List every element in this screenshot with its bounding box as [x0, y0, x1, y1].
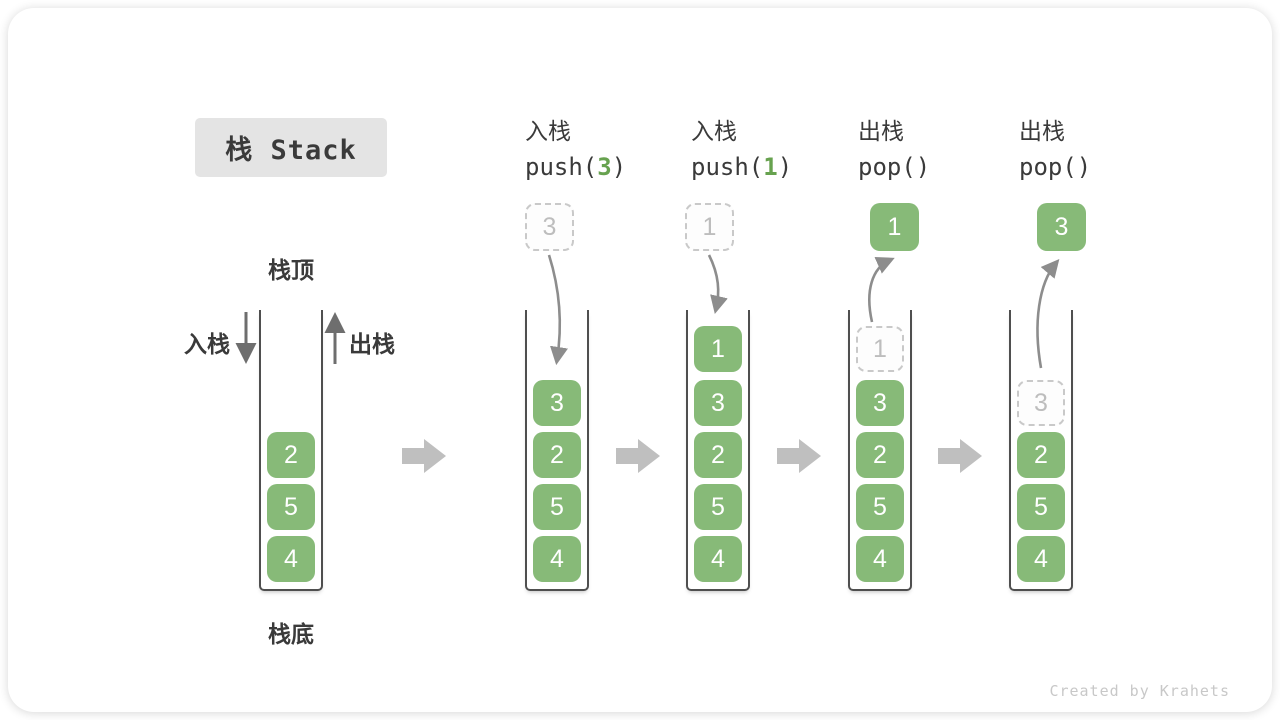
stack-container-after-pop-3: 3 2 5 4 [1009, 310, 1073, 591]
code-fn: pop( [858, 153, 916, 181]
stack-cell: 2 [694, 432, 742, 478]
pop-direction-label: 出栈 [349, 331, 395, 357]
removed-cell-ghost: 3 [1017, 380, 1065, 426]
popped-value: 1 [887, 212, 902, 241]
stack-cell: 4 [533, 536, 581, 582]
code-arg: 3 [597, 153, 612, 181]
stack-cell: 1 [694, 326, 742, 372]
transition-arrow-icon [938, 439, 982, 473]
op-name: 出栈 [1019, 118, 1065, 144]
op-code: pop() [1019, 148, 1091, 186]
code-close: ) [611, 153, 627, 181]
stack-container-after-push-1: 1 3 2 5 4 [686, 310, 750, 591]
code-fn: push( [691, 153, 764, 181]
stack-cell: 5 [533, 484, 581, 530]
transition-arrow-icon [402, 439, 446, 473]
incoming-value: 3 [542, 212, 557, 241]
stack-cell: 5 [856, 484, 904, 530]
stack-cell: 2 [267, 432, 315, 478]
title-badge: 栈 Stack [195, 118, 387, 177]
op-code: pop() [858, 148, 930, 186]
stack-cell: 4 [856, 536, 904, 582]
stack-cell: 4 [694, 536, 742, 582]
stack-container-initial: 2 5 4 [259, 310, 323, 591]
op-label-pop-3: 出栈 pop() [1019, 114, 1091, 186]
op-code: push(3) [525, 148, 626, 186]
code-close: ) [915, 153, 931, 181]
stack-cell: 5 [267, 484, 315, 530]
code-fn: pop( [1019, 153, 1077, 181]
op-name: 入栈 [691, 118, 737, 144]
popped-value-box: 1 [870, 203, 919, 251]
popped-value-box: 3 [1037, 203, 1086, 251]
stack-cell: 3 [533, 380, 581, 426]
stack-cell: 4 [1017, 536, 1065, 582]
stack-cell: 4 [267, 536, 315, 582]
removed-cell-ghost: 1 [856, 326, 904, 372]
stack-cell: 3 [694, 380, 742, 426]
stack-cell: 2 [1017, 432, 1065, 478]
op-label-pop-1: 出栈 pop() [858, 114, 930, 186]
op-name: 出栈 [858, 118, 904, 144]
stack-bottom-label: 栈底 [268, 621, 314, 647]
transition-arrow-icon [777, 439, 821, 473]
code-arg: 1 [763, 153, 778, 181]
op-code: push(1) [691, 148, 792, 186]
stack-top-label: 栈顶 [268, 257, 314, 283]
title-text: 栈 Stack [225, 135, 357, 166]
stack-cell: 5 [694, 484, 742, 530]
stack-cell: 3 [856, 380, 904, 426]
stack-container-after-pop-1: 1 3 2 5 4 [848, 310, 912, 591]
stack-container-after-push-3: 3 2 5 4 [525, 310, 589, 591]
incoming-value: 1 [702, 212, 717, 241]
code-fn: push( [525, 153, 598, 181]
diagram-card: 栈 Stack 入栈 push(3) 入栈 push(1) 出栈 pop() 出… [8, 8, 1272, 712]
stack-cell: 2 [533, 432, 581, 478]
code-close: ) [1076, 153, 1092, 181]
stack-cell: 2 [856, 432, 904, 478]
popped-value: 3 [1054, 212, 1069, 241]
transition-arrow-icon [616, 439, 660, 473]
incoming-value-box: 1 [685, 203, 734, 251]
push-direction-label: 入栈 [184, 331, 230, 357]
stack-cell: 5 [1017, 484, 1065, 530]
op-name: 入栈 [525, 118, 571, 144]
op-label-push-3: 入栈 push(3) [525, 114, 626, 186]
push-1-arrow [707, 254, 728, 315]
op-label-push-1: 入栈 push(1) [691, 114, 792, 186]
code-close: ) [777, 153, 793, 181]
watermark: Created by Krahets [1049, 682, 1230, 700]
incoming-value-box: 3 [525, 203, 574, 251]
